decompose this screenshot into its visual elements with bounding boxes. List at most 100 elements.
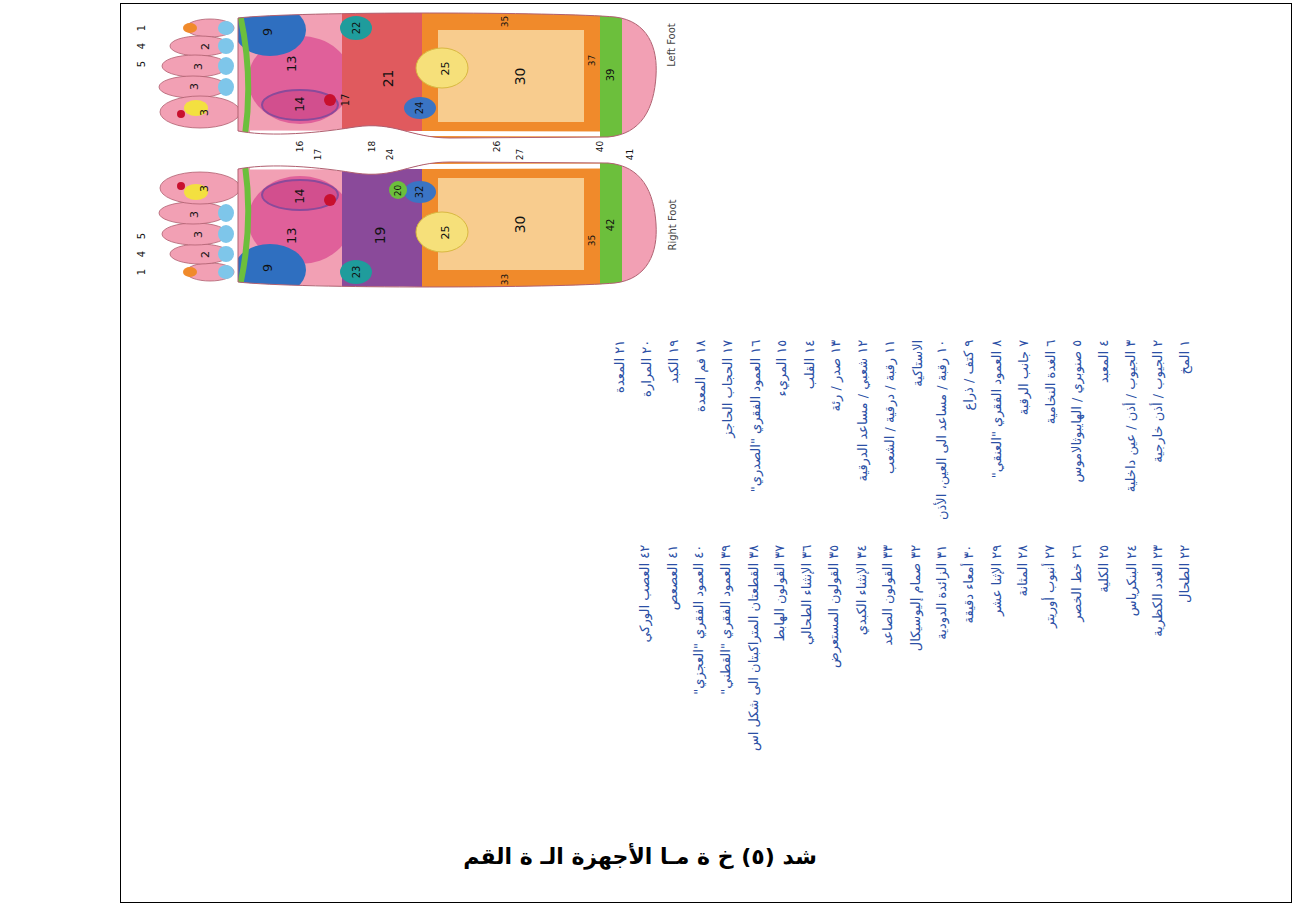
- legend-item: ٥ صنوبري / الهايبوثالاموس: [1069, 340, 1085, 483]
- legend-item: ٢ الجيوب / أذن خارجية: [1150, 340, 1166, 463]
- legend-item: ١ المخ: [1177, 340, 1193, 375]
- legend-item: ٣٨ القطعتان المتراكبتان الى شكل اس: [746, 545, 762, 751]
- legend-item: ١٨ فم المعدة: [693, 340, 709, 412]
- callout-number: 17: [313, 148, 324, 159]
- foot-outline: [238, 162, 656, 287]
- red-dot: [177, 110, 185, 118]
- legend-item: ١٦ العمود الفقري "الصدري": [748, 340, 764, 492]
- callout-number: 24: [385, 148, 396, 159]
- kidney-zone: [416, 212, 468, 252]
- callout-number: 42: [605, 219, 617, 232]
- toe-tip: [183, 23, 197, 33]
- callout-number: 37: [587, 54, 598, 65]
- neck-line: [240, 165, 248, 286]
- callout-number: 39: [605, 69, 617, 82]
- callout-number: 17: [340, 94, 352, 107]
- legend-item: ٢٥ الكلية: [1096, 545, 1112, 593]
- legend-item: ٣ الجيوب / أذن / عين داخلية: [1123, 340, 1139, 493]
- legend-item: ٣٦ الإنثناء الطحالي: [799, 545, 815, 645]
- callout-number: 19: [372, 226, 389, 244]
- callout-number: 33: [500, 273, 511, 284]
- toe-tip: [183, 267, 197, 277]
- gallbladder-zone: [389, 181, 407, 199]
- foot-name: Left Foot: [666, 23, 678, 67]
- callout-number: 20: [393, 184, 404, 195]
- callout-number: 1: [136, 25, 148, 31]
- legend-item: ٤ المعبد: [1096, 340, 1112, 383]
- callout-number: 25: [439, 225, 452, 239]
- legend-item: ٣٤ الإنثناء الكبدي: [854, 545, 870, 635]
- adrenal-zone: [340, 260, 372, 284]
- toe-zone: [218, 265, 234, 279]
- legend-item: ٢٩ الإثنا عشر: [989, 545, 1005, 616]
- legend-item: ١٠ رقبة / مساعد الى العين، الأذن: [934, 340, 950, 520]
- callout-number: 3: [197, 109, 210, 116]
- big-toe: [160, 96, 240, 128]
- callout-number: 3: [197, 185, 210, 192]
- legend-item: ٣٢ صمام إليوسيكال: [908, 545, 924, 651]
- legend-item: ٢٨ المثانة: [1015, 545, 1031, 597]
- callout-number: 16: [295, 140, 306, 151]
- legend-item: ٣١ الزائدة الدودية: [934, 545, 950, 640]
- callout-number: 4: [136, 251, 148, 257]
- legend-item: ١٥ المريء: [774, 340, 790, 397]
- red-dot: [324, 94, 336, 106]
- callout-number: 3: [187, 211, 200, 218]
- callout-number: 30: [512, 215, 529, 233]
- left-foot: [159, 4, 656, 140]
- callout-number: 26: [492, 140, 503, 151]
- callout-number: 23: [351, 266, 363, 279]
- stomach-zone: [342, 10, 422, 140]
- legend-item: ٢١ المعدة: [612, 340, 628, 393]
- red-dot: [177, 182, 185, 190]
- callout-number: 35: [587, 234, 598, 245]
- callout-number: 9: [260, 264, 276, 272]
- callout-number: 40: [595, 140, 606, 151]
- legend-item: ٢٤ البنكرياس: [1124, 545, 1140, 616]
- legend-item: ٣٣ القولون الصاعد: [880, 545, 896, 646]
- legend-item: ١٧ الحجاب الحاجز: [720, 340, 736, 438]
- callout-number: 3: [191, 231, 204, 238]
- spine-band: [600, 160, 622, 290]
- legend-item: ٤١ العصعص: [665, 545, 681, 610]
- heart-zone: [262, 90, 338, 120]
- callout-number: 22: [351, 22, 363, 35]
- legend-item: ٢٧ أنبوب أوريتر: [1042, 545, 1058, 628]
- colon-zone: [422, 10, 602, 140]
- legend-item: ٨ العمود الفقري "العنقي": [989, 340, 1005, 478]
- legend-item: ٦ الغدة النخامية: [1043, 340, 1059, 424]
- liver-zone: [342, 160, 422, 290]
- big-toe: [160, 172, 240, 204]
- foot-outline: [238, 13, 656, 138]
- legend-item: ٩ كتف / ذراع: [961, 340, 977, 411]
- toe: [159, 76, 227, 98]
- toe-zone: [218, 246, 234, 262]
- toe-zone: [218, 38, 234, 54]
- callout-number: 21: [380, 69, 397, 87]
- callout-number: 27: [515, 148, 526, 159]
- legend-item: ٢٦ خط الخصر: [1069, 545, 1085, 622]
- callout-number: 1: [136, 269, 148, 275]
- valve-zone: [404, 181, 436, 203]
- foot-name: Right Foot: [666, 199, 678, 250]
- sole-zones: [234, 160, 656, 296]
- legend-item: ٣٧ القولون الهابط: [772, 545, 788, 642]
- kidney-zone: [416, 48, 468, 88]
- legend-item: ١١ رقبة / درقية / الشعب: [882, 340, 898, 474]
- callout-number: 14: [293, 189, 307, 204]
- legend-item: ٣٥ القولون المستعرض: [826, 545, 842, 668]
- callout-number: 9: [260, 28, 276, 36]
- right-foot: [159, 160, 656, 296]
- callout-number: 2: [198, 43, 211, 50]
- legend-item: ١٣ صدر / رئة: [828, 340, 844, 412]
- legend-item: الاستاكية: [910, 340, 926, 387]
- callout-number: 32: [414, 186, 426, 199]
- legend-item: ٤٠ العمود الفقري "العجزي": [691, 545, 707, 695]
- legend-item: ٢٢ الطحال: [1177, 545, 1193, 603]
- sole-zones: [234, 4, 656, 140]
- callout-number: 18: [367, 140, 378, 151]
- figure-caption: شد (٥) خ ة مـا الأجهزة الـ ة القم: [463, 844, 817, 870]
- legend-item: ١٢ شعبي / مساعد الدرقية: [855, 340, 871, 482]
